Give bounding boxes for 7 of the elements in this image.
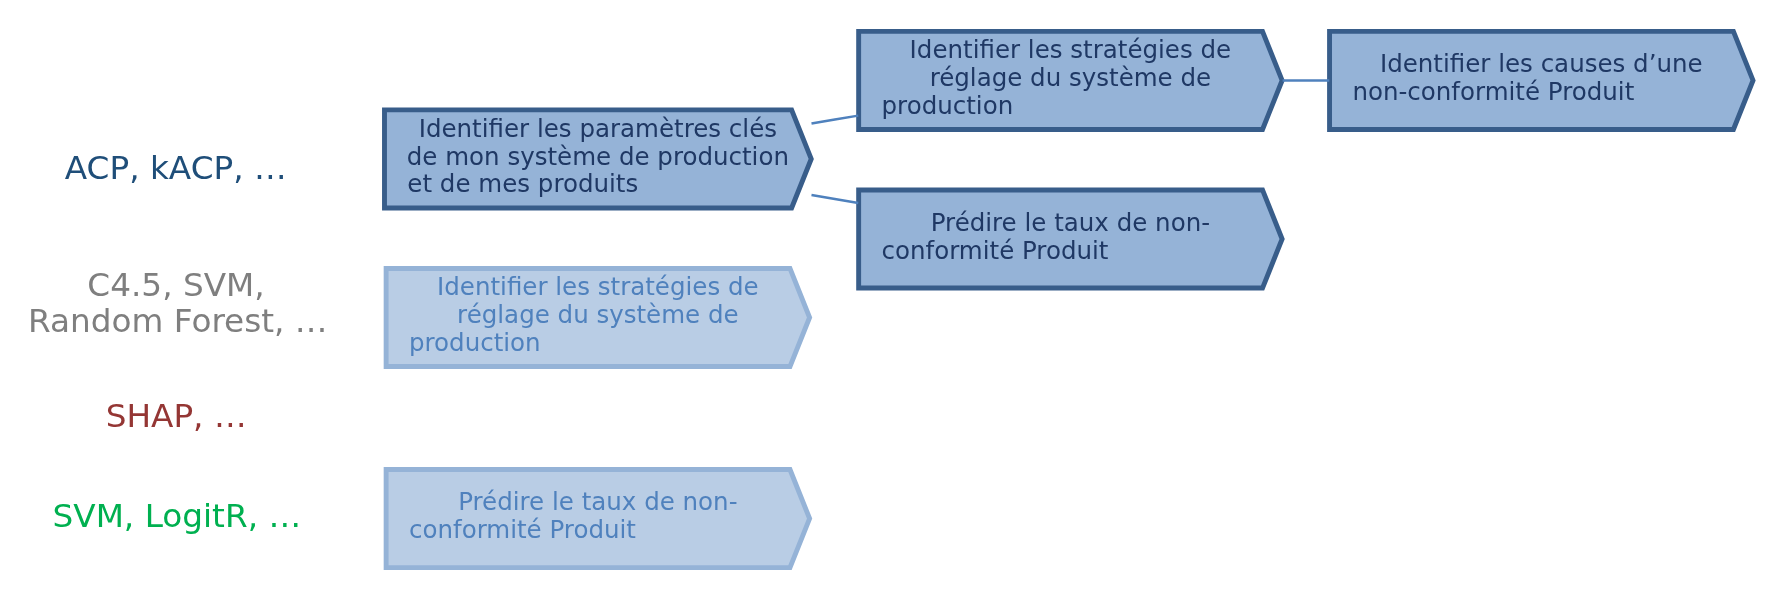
label: SHAP, … — [105, 396, 247, 435]
label: ACP, kACP, … — [64, 148, 287, 187]
connector — [1282, 78, 1330, 82]
label: SVM, LogitR, … — [52, 496, 302, 535]
connector — [811, 193, 859, 204]
label: C4.5, SVM, Random Forest, … — [28, 265, 328, 340]
connector — [811, 113, 859, 125]
